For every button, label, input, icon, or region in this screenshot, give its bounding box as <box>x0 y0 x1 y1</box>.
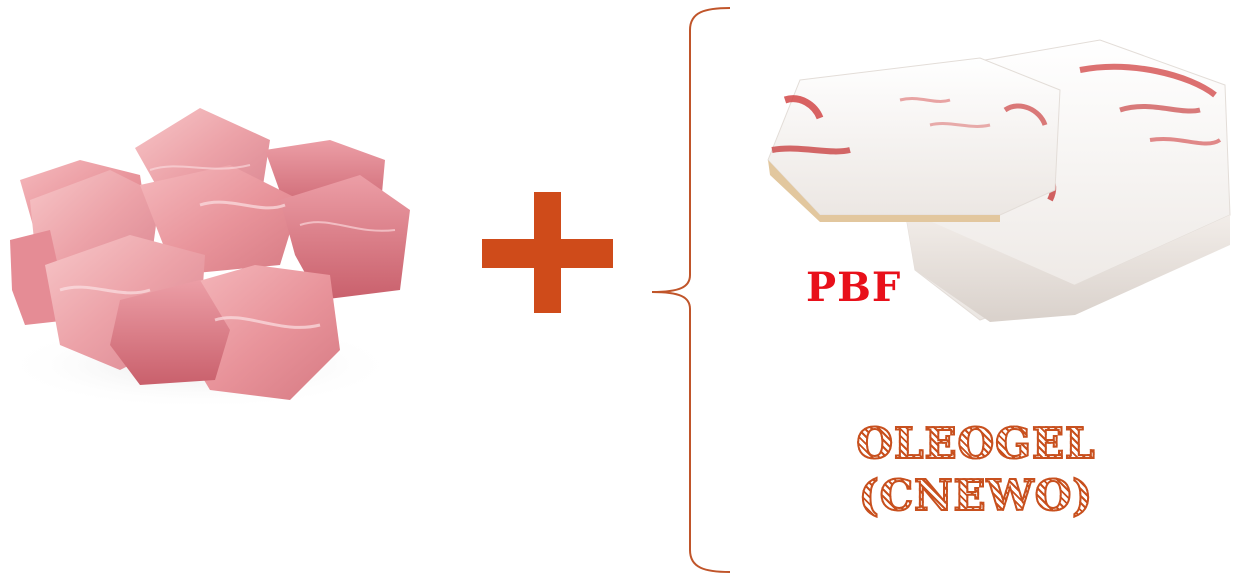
oleogel-label-line2: (CNEWO) <box>780 470 1172 522</box>
oleogel-label-line1: OLEOGEL <box>780 418 1172 470</box>
pbf-label: PBF <box>806 264 901 312</box>
oleogel-label: OLEOGEL (CNEWO) <box>780 418 1172 522</box>
